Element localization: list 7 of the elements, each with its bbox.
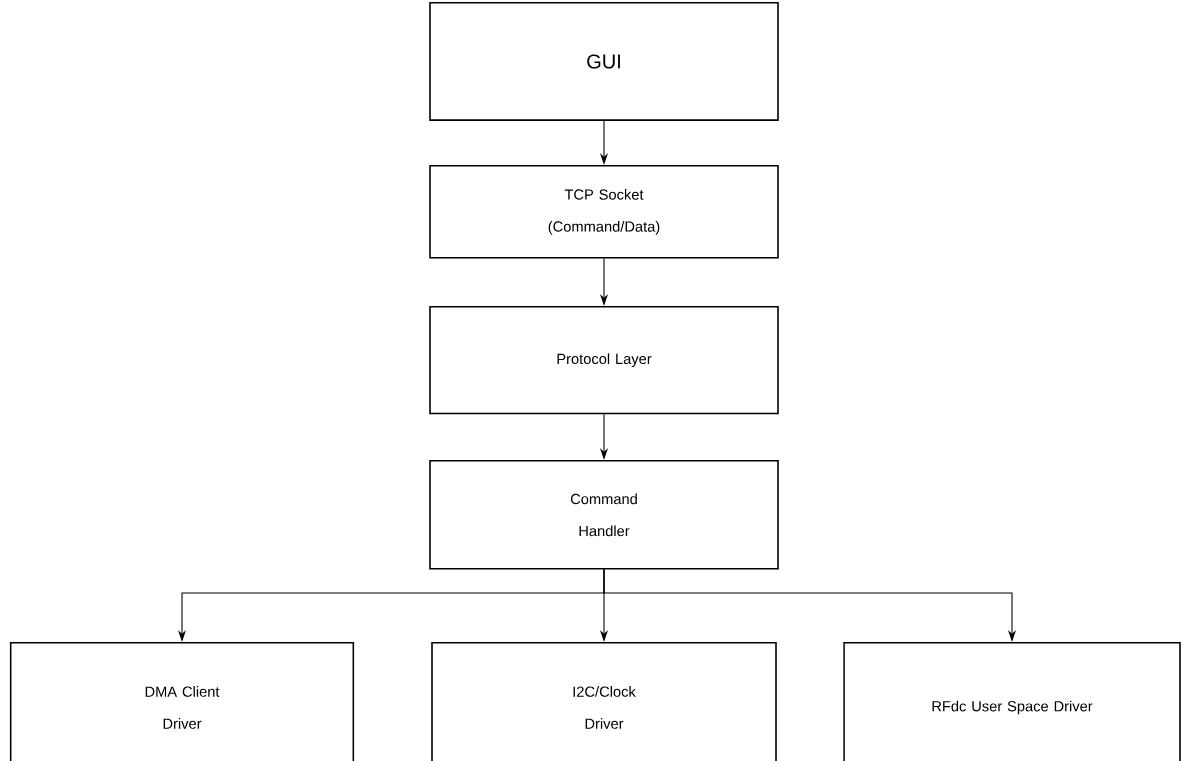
process-box: TCP Socket (Command/Data) bbox=[429, 165, 779, 259]
process-box: Command Handler bbox=[429, 460, 779, 570]
process-box: RFdc User Space Driver bbox=[843, 642, 1181, 761]
process-box: I2C/Clock Driver bbox=[431, 642, 777, 761]
process-box: GUI bbox=[429, 2, 779, 121]
process-box: DMA Client Driver bbox=[9, 642, 355, 761]
process-box: Protocol Layer bbox=[429, 306, 779, 415]
